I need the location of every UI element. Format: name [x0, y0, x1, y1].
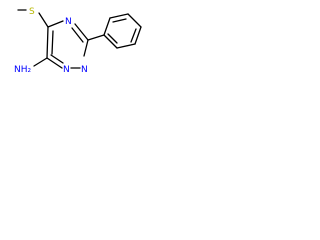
- bond-c5-n4: [47, 20, 64, 28]
- amine-group-label: NH₂: [14, 65, 32, 75]
- bond-ph-2-3: [109, 13, 129, 19]
- bond-ph-2-3-double: [112, 18, 127, 23]
- sulfur-atom-label: S: [29, 7, 35, 17]
- bond-ph-4-5-double: [130, 28, 137, 43]
- bond-ph-3-4: [127, 13, 142, 28]
- bond-ph-1-2: [103, 17, 111, 36]
- bond-n4-c3: [74, 23, 89, 41]
- bond-c6-c5: [46, 26, 49, 59]
- bond-s-c5: [38, 12, 49, 28]
- bond-ph-4-5: [134, 26, 142, 45]
- bond-c3-n2: [83, 39, 89, 57]
- bond-c3-phenyl: [87, 34, 105, 41]
- bond-ph-6-1: [103, 34, 118, 49]
- bond-n1-c6: [46, 57, 63, 69]
- nitrogen-4-label: N: [65, 17, 72, 27]
- bond-n1-c6-double: [50, 54, 64, 64]
- bond-ph-5-6: [116, 43, 136, 49]
- bond-c6-nh2: [33, 57, 48, 67]
- nitrogen-1-label: N: [63, 65, 70, 75]
- bond-c6-c5-double: [51, 30, 54, 55]
- molecule-diagram: S N N N NH₂: [0, 0, 167, 118]
- bond-n4-c3-double: [71, 27, 84, 43]
- structure-svg: S N N N NH₂: [14, 7, 142, 75]
- bond-ph-6-1-double: [107, 33, 118, 44]
- nitrogen-2-label: N: [81, 65, 88, 75]
